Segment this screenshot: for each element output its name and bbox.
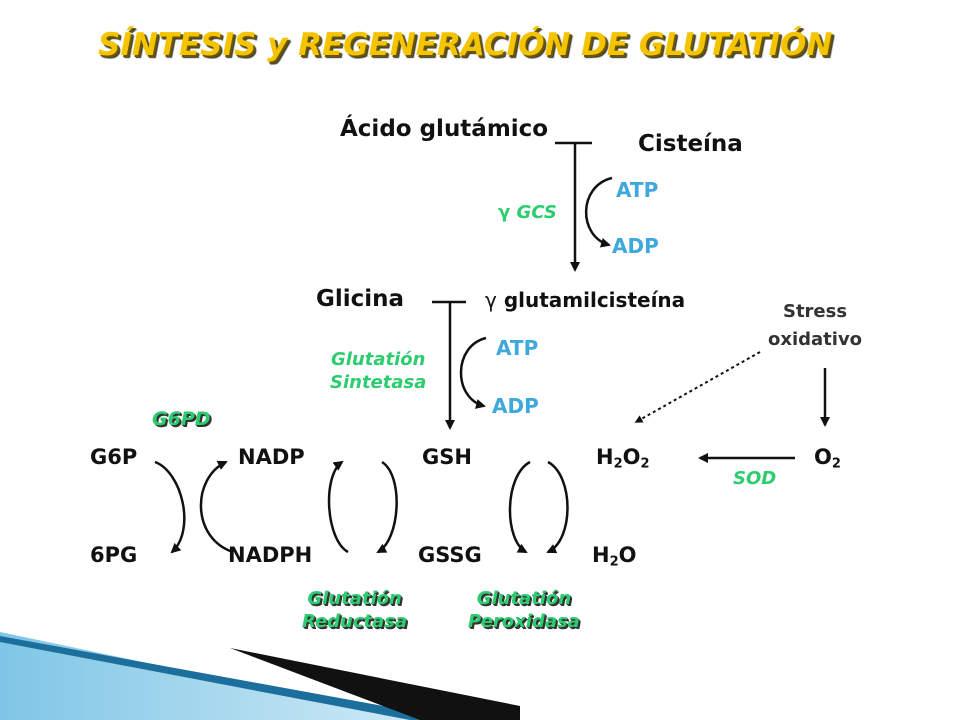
stress-line1: Stress (782, 301, 848, 322)
gssg-label: GSSG (418, 543, 482, 567)
gamma-symbol: γ (485, 288, 497, 312)
peroxidase-line1: Glutatión (476, 588, 572, 609)
h2o2-to-h2o-arc (546, 460, 569, 554)
slide-title: SÍNTESIS y REGENERACIÓN DE GLUTATIÓN (98, 27, 833, 63)
gsh-label: GSH (422, 445, 472, 469)
g6p-arc (154, 460, 186, 554)
glycine-label: Glicina (316, 286, 405, 312)
glutamic-acid-label: Ácido glutámico (340, 116, 549, 142)
glutathione-reductase-label: Glutatión Reductasa (302, 588, 407, 633)
nadp-label: NADP (238, 445, 305, 469)
gamma-symbol: γ (498, 202, 511, 223)
reductase-line2: Reductasa (302, 610, 408, 632)
nadph-arc (327, 460, 349, 554)
gamma-glutamylcysteine-label: γ glutamilcisteína (485, 290, 685, 310)
accent-bar-black (230, 648, 520, 720)
step2-atp-label: ATP (496, 336, 539, 360)
step2-adp-label: ADP (492, 394, 539, 418)
sod-enzyme-label: SOD (733, 468, 777, 489)
o2-label: O2 (814, 445, 841, 472)
stress-line2: oxidativo (768, 328, 863, 350)
h2o2-label: H2O2 (596, 445, 650, 472)
glutathione-synthetase-label: Glutatión Sintetasa (330, 348, 426, 395)
synthetase-line1: Glutatión (330, 349, 426, 370)
gsh-arc (508, 460, 531, 554)
step1-adp-label: ADP (612, 234, 659, 258)
gssg-to-gsh-arc (376, 460, 398, 554)
synthetase-line2: Sintetasa (330, 372, 427, 394)
nadph-to-nadp-arc (199, 460, 234, 554)
oxidative-stress-label: Stress oxidativo (768, 298, 862, 354)
step2-atp-adp-arc (459, 336, 487, 409)
h2o-label: H2O (592, 543, 637, 570)
stress-dotted-arrow (634, 351, 761, 423)
peroxidase-line2: Peroxidasa (468, 610, 580, 632)
reductase-line1: Glutatión (307, 588, 402, 609)
g6p-label: G6P (90, 445, 138, 469)
step1-atp-label: ATP (616, 178, 659, 202)
g6pd-enzyme-label: G6PD (152, 408, 211, 430)
6pg-label: 6PG (90, 543, 138, 567)
step1-atp-adp-arc (584, 176, 613, 248)
gcs-label: GCS (516, 202, 557, 223)
nadph-label: NADPH (228, 543, 313, 567)
glutamylcysteine-text: glutamilcisteína (503, 288, 686, 312)
cysteine-label: Cisteína (638, 131, 743, 157)
glutathione-peroxidase-label: Glutatión Peroxidasa (468, 588, 580, 633)
gcs-enzyme: γ GCS (498, 204, 557, 222)
